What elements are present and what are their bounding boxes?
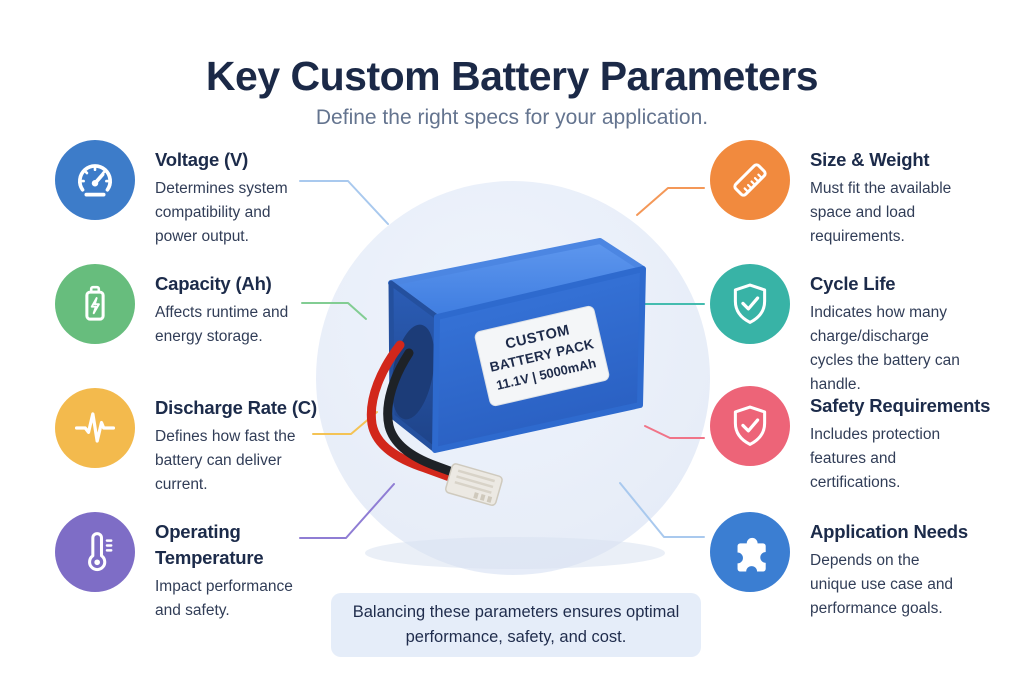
- param-safety-requirements: Safety Requirements Includes protection …: [710, 386, 995, 495]
- param-title-cycle-life: Cycle Life: [810, 273, 896, 294]
- footer-note: Balancing these parameters ensures optim…: [331, 593, 701, 657]
- param-desc-voltage: Determines system compatibility and powe…: [155, 180, 288, 245]
- param-cycle-life: Cycle Life Indicates how many charge/dis…: [710, 264, 995, 397]
- param-desc-capacity: Affects runtime and energy storage.: [155, 304, 289, 345]
- param-size-weight: Size & Weight Must fit the available spa…: [710, 140, 995, 249]
- battery-bolt-icon: [55, 264, 135, 344]
- param-title-discharge-rate: Discharge Rate (C): [155, 397, 317, 418]
- shield-check-icon: [710, 264, 790, 344]
- gauge-icon: [55, 140, 135, 220]
- footer-note-text: Balancing these parameters ensures optim…: [352, 603, 680, 646]
- param-desc-operating-temperature: Impact performance and safety.: [155, 578, 293, 619]
- param-desc-cycle-life: Indicates how many charge/discharge cycl…: [810, 304, 960, 393]
- param-voltage: Voltage (V) Determines system compatibil…: [55, 140, 340, 249]
- param-operating-temperature: Operating Temperature Impact performance…: [55, 512, 340, 623]
- param-desc-safety-requirements: Includes protection features and certifi…: [810, 426, 941, 491]
- param-desc-size-weight: Must fit the available space and load re…: [810, 180, 952, 245]
- ruler-icon: [710, 140, 790, 220]
- param-title-operating-temperature: Operating Temperature: [155, 521, 264, 568]
- param-title-application-needs: Application Needs: [810, 521, 968, 542]
- param-discharge-rate: Discharge Rate (C) Defines how fast the …: [55, 388, 340, 497]
- page-title: Key Custom Battery Parameters: [205, 53, 819, 100]
- puzzle-icon: [710, 512, 790, 592]
- connector-size-weight: [636, 187, 705, 216]
- page-subtitle: Define the right specs for your applicat…: [315, 106, 709, 129]
- center-backdrop-circle: [316, 181, 710, 575]
- param-title-voltage: Voltage (V): [155, 149, 249, 170]
- param-title-capacity: Capacity (Ah): [155, 273, 272, 294]
- param-application-needs: Application Needs Depends on the unique …: [710, 512, 995, 621]
- param-title-safety-requirements: Safety Requirements: [810, 395, 991, 416]
- thermometer-icon: [55, 512, 135, 592]
- param-title-size-weight: Size & Weight: [810, 149, 930, 170]
- param-capacity: Capacity (Ah) Affects runtime and energy…: [55, 264, 340, 349]
- pulse-icon: [55, 388, 135, 468]
- param-desc-discharge-rate: Defines how fast the battery can deliver…: [155, 428, 296, 493]
- param-desc-application-needs: Depends on the unique use case and perfo…: [810, 552, 954, 617]
- shield-check-icon: [710, 386, 790, 466]
